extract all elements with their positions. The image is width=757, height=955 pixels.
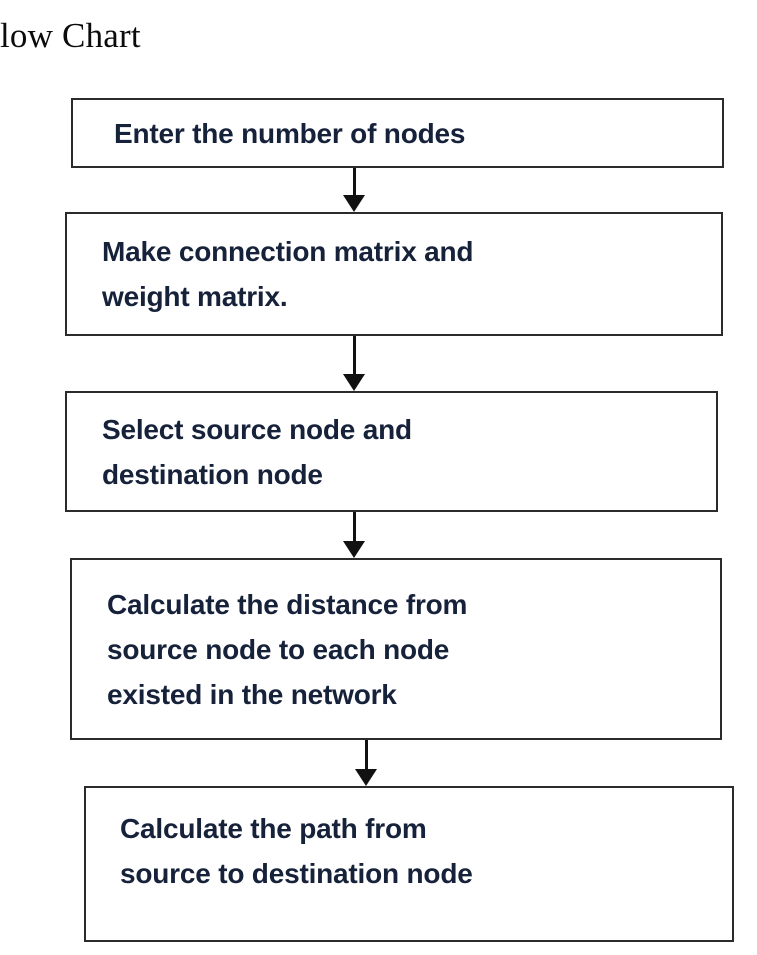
flowchart-node-label: Enter the number of nodes — [114, 117, 466, 149]
arrow-head-icon — [355, 769, 377, 786]
arrow-shaft — [352, 168, 356, 196]
flowchart-node-label: Calculate the path from source to destin… — [120, 813, 473, 889]
page-title: low Chart — [0, 16, 141, 55]
arrow-head-icon — [343, 541, 365, 558]
flowchart-node-calculate-path[interactable]: Calculate the path from source to destin… — [84, 786, 734, 942]
arrow-head-icon — [343, 195, 365, 212]
flowchart-node-select-source-destination[interactable]: Select source node and destination node — [65, 391, 718, 512]
arrow-shaft — [364, 740, 368, 770]
arrow-shaft — [352, 336, 356, 375]
flowchart-arrow-1 — [343, 168, 365, 212]
flowchart-arrow-2 — [343, 336, 365, 391]
flowchart-arrow-4 — [355, 740, 377, 786]
arrow-head-icon — [343, 374, 365, 391]
flowchart-node-label: Make connection matrix and weight matrix… — [102, 236, 474, 312]
flowchart-node-calculate-distance[interactable]: Calculate the distance from source node … — [70, 558, 722, 740]
flowchart-node-label: Select source node and destination node — [102, 413, 412, 490]
flowchart-arrow-3 — [343, 512, 365, 558]
flowchart-node-enter-number-of-nodes[interactable]: Enter the number of nodes — [71, 98, 724, 168]
flowchart-node-label: Calculate the distance from source node … — [107, 588, 468, 710]
flowchart-node-make-connection-matrix[interactable]: Make connection matrix and weight matrix… — [65, 212, 723, 336]
arrow-shaft — [352, 512, 356, 542]
